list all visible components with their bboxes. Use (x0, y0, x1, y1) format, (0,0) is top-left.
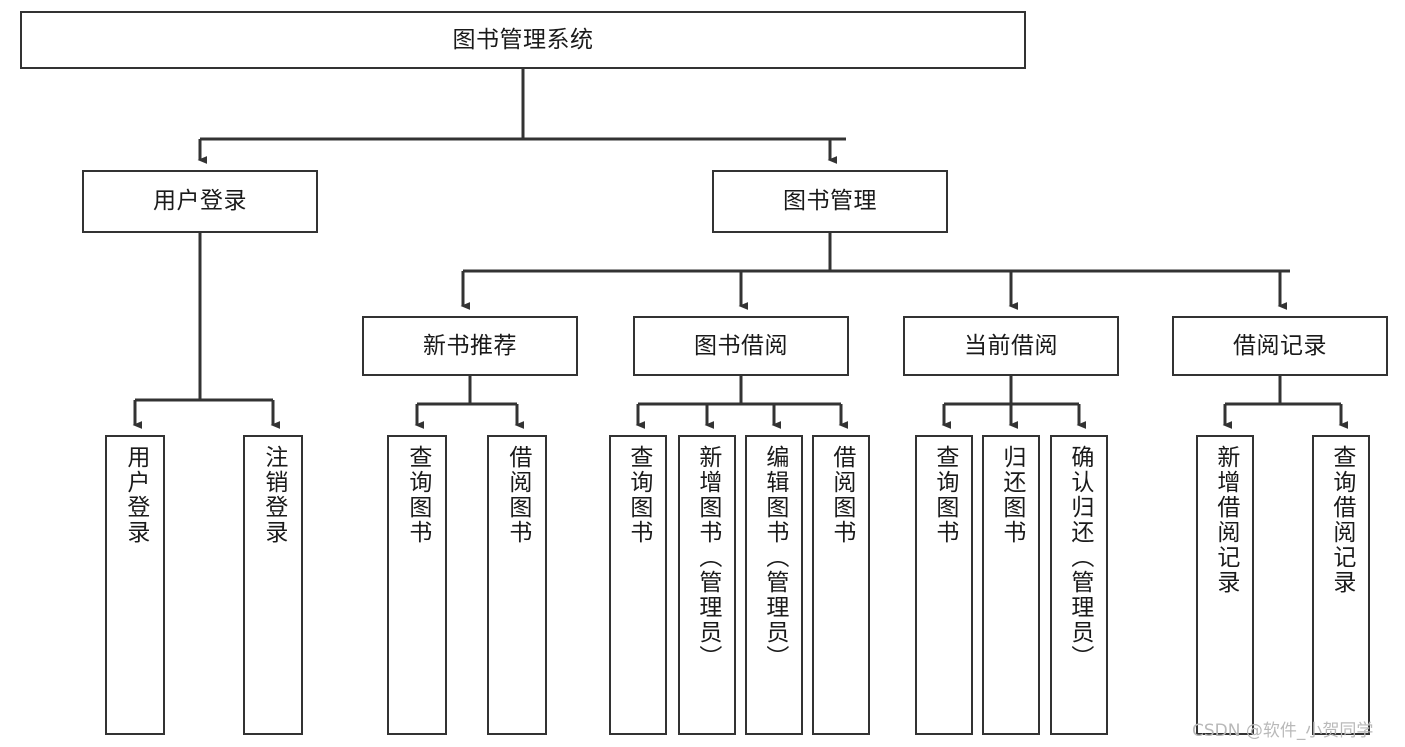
node-root-label: 图书管理系统 (452, 26, 594, 53)
node-leaf-borrow-book-rec[interactable]: 借阅图书 (487, 435, 547, 735)
node-leaf-borrow-book-label: 借阅图书 (828, 445, 855, 545)
node-leaf-query-borrow-record-label: 查询借阅记录 (1328, 445, 1355, 595)
node-leaf-query-book-rec-label: 查询图书 (404, 445, 431, 545)
node-leaf-query-book-current-label: 查询图书 (931, 445, 958, 545)
node-book-manage-label: 图书管理 (783, 188, 877, 215)
watermark: CSDN @软件_小贺同学 (1192, 721, 1374, 741)
node-leaf-add-book-admin[interactable]: 新增图书（管理员） (678, 435, 736, 735)
node-book-borrow[interactable]: 图书借阅 (633, 316, 849, 376)
node-current-borrow-label: 当前借阅 (964, 332, 1058, 359)
node-leaf-borrow-book[interactable]: 借阅图书 (812, 435, 870, 735)
node-user-login-label: 用户登录 (153, 188, 247, 215)
node-leaf-add-borrow-record[interactable]: 新增借阅记录 (1196, 435, 1254, 735)
node-new-book-recommend-label: 新书推荐 (423, 332, 517, 359)
node-leaf-confirm-return-admin-label: 确认归还（管理员） (1066, 445, 1093, 670)
node-leaf-add-borrow-record-label: 新增借阅记录 (1212, 445, 1239, 595)
node-leaf-borrow-book-rec-label: 借阅图书 (504, 445, 531, 545)
node-leaf-query-borrow-record[interactable]: 查询借阅记录 (1312, 435, 1370, 735)
node-leaf-user-login-label: 用户登录 (122, 445, 149, 545)
node-leaf-user-login[interactable]: 用户登录 (105, 435, 165, 735)
node-book-manage[interactable]: 图书管理 (712, 170, 948, 233)
node-borrow-record[interactable]: 借阅记录 (1172, 316, 1388, 376)
node-leaf-query-book-rec[interactable]: 查询图书 (387, 435, 447, 735)
node-leaf-return-book-label: 归还图书 (998, 445, 1025, 545)
node-leaf-query-book-borrow[interactable]: 查询图书 (609, 435, 667, 735)
node-user-login[interactable]: 用户登录 (82, 170, 318, 233)
node-borrow-record-label: 借阅记录 (1233, 332, 1327, 359)
node-leaf-logout-login-label: 注销登录 (260, 445, 287, 545)
node-book-borrow-label: 图书借阅 (694, 332, 788, 359)
node-leaf-edit-book-admin-label: 编辑图书（管理员） (761, 445, 788, 670)
node-new-book-recommend[interactable]: 新书推荐 (362, 316, 578, 376)
node-leaf-return-book[interactable]: 归还图书 (982, 435, 1040, 735)
node-leaf-query-book-current[interactable]: 查询图书 (915, 435, 973, 735)
node-leaf-add-book-admin-label: 新增图书（管理员） (694, 445, 721, 670)
node-leaf-edit-book-admin[interactable]: 编辑图书（管理员） (745, 435, 803, 735)
node-root[interactable]: 图书管理系统 (20, 11, 1026, 69)
node-leaf-confirm-return-admin[interactable]: 确认归还（管理员） (1050, 435, 1108, 735)
node-current-borrow[interactable]: 当前借阅 (903, 316, 1119, 376)
node-leaf-query-book-borrow-label: 查询图书 (625, 445, 652, 545)
node-leaf-logout-login[interactable]: 注销登录 (243, 435, 303, 735)
